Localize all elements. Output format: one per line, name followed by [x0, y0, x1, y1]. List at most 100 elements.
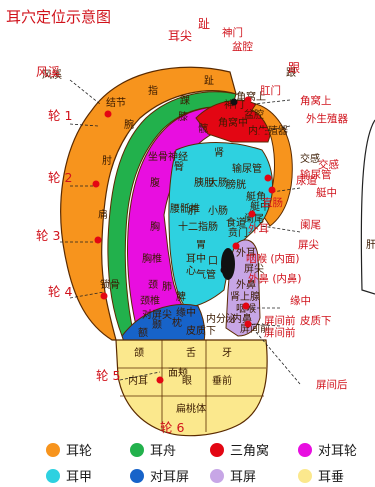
- concha-point-label: 肺: [162, 281, 172, 293]
- acupoint-dot: [258, 128, 266, 136]
- callout-label: 轮 4: [48, 284, 72, 299]
- callout-leader-line: [69, 79, 101, 105]
- concha-point-label: 胃: [196, 239, 206, 251]
- lobe-region: [115, 339, 268, 437]
- antihelix-point-label: 髋: [198, 122, 208, 135]
- callout-label: 交感: [318, 158, 339, 171]
- ear-canal-opening: [221, 248, 235, 280]
- antihelix-point-label: 交感: [300, 152, 320, 165]
- antihelix-point-label: 胸: [150, 220, 160, 233]
- legend-item: 三角窝: [210, 440, 269, 459]
- callout-label: 屏间前: [264, 314, 296, 327]
- scapha-point-label: 结节: [106, 96, 126, 109]
- helix-crus-region: [251, 103, 293, 227]
- acupoint-dot: [244, 320, 252, 328]
- callout-label: 盆腔: [232, 40, 253, 53]
- acupoint-dot: [248, 210, 256, 218]
- concha-point-label: 口: [208, 256, 218, 267]
- callout-label: 屏尖: [298, 238, 319, 251]
- legend-label: 耳轮: [66, 444, 93, 459]
- antihelix-point-label: 颈椎: [140, 294, 160, 307]
- legend-item: 耳舟: [130, 440, 176, 459]
- helix-region: [60, 66, 237, 341]
- callout-label: 输尿管: [300, 168, 332, 181]
- concha-point-label: 肾: [214, 147, 224, 159]
- legend-item: 对耳屏: [130, 466, 189, 485]
- acupoint-dots: [92, 96, 276, 384]
- legend-label: 三角窝: [230, 444, 270, 459]
- antitragus-point-label: 额: [138, 326, 148, 339]
- callout-label: 尿道: [296, 174, 317, 187]
- lobe-point-label: 颌: [134, 346, 144, 359]
- concha-point-label: 贲门: [228, 226, 248, 239]
- callout-leader-line: [247, 323, 281, 327]
- antihelix-point-label: 腰骶椎: [170, 202, 200, 215]
- legend-item: 耳轮: [46, 440, 92, 459]
- legend-item: 对耳轮: [298, 440, 357, 459]
- concha-point-label: 膀胱: [226, 178, 246, 191]
- callout-label: 缘中: [290, 294, 311, 307]
- callout-label: 艇中: [316, 186, 337, 199]
- concha-point-label: 输尿管: [232, 162, 262, 175]
- acupoint-dot: [242, 302, 250, 310]
- zone-labels: 结节指腕风溪肘肩锁骨趾跟踝膝髋坐骨神经交感臀腹腰骶椎胸胸椎颈颈椎肾输尿管膀胱艇角…: [42, 67, 320, 415]
- callout-label: 屏间后: [316, 378, 348, 391]
- callout-label: 咽喉 (内面): [246, 252, 300, 265]
- callout-label: 阑尾: [300, 218, 321, 231]
- antitragus-point-label: 枕: [172, 316, 182, 329]
- lobe-point-label: 内耳: [128, 374, 148, 387]
- triangular-point-label: 盆腔: [244, 108, 264, 121]
- antihelix-point-label: 坐骨神经: [148, 150, 188, 163]
- adjacent-ear-edge: [360, 119, 375, 295]
- legend-label: 耳舟: [150, 444, 177, 459]
- acupoint-dot: [92, 180, 100, 188]
- callout-leader-line: [261, 225, 301, 233]
- lobe-point-label: 垂前: [212, 374, 232, 387]
- antihelix-point-label: 趾: [204, 74, 214, 87]
- acupoint-dot: [100, 292, 108, 300]
- legend-swatch: [46, 468, 60, 483]
- concha-point-label: 耳中: [186, 252, 206, 265]
- scapha-point-label: 风溪: [42, 69, 62, 81]
- lobe-point-label: 扁桃体: [176, 402, 206, 415]
- scapha-point-label: 肘: [102, 154, 112, 167]
- callout-label: 趾: [198, 17, 210, 31]
- concha-point-label: 心: [186, 265, 196, 277]
- antihelix-point-label: 踝: [180, 95, 190, 107]
- antitragus-point-label: 颞: [152, 319, 162, 331]
- callout-label: 轮 3: [36, 228, 60, 243]
- callout-label: 外生殖器: [306, 112, 348, 125]
- tragus-point-label: 屏尖: [244, 262, 264, 275]
- acupoint-dot: [268, 186, 276, 194]
- concha-point-label: 十二指肠: [178, 220, 218, 233]
- concha-point-label: 肝: [188, 205, 198, 217]
- legend-swatch: [210, 442, 224, 457]
- concha-point-label: 脾: [176, 290, 186, 303]
- scapha-point-label: 肩: [98, 208, 108, 221]
- concha-point-label: 食道: [226, 216, 246, 229]
- lobe-point-label: 眼: [182, 375, 192, 387]
- lobe-point-label: 牙: [222, 347, 232, 359]
- antitragus-point-label: 缘中: [176, 306, 196, 319]
- triangular-point-label: 角窝上: [236, 90, 266, 103]
- callout-leader-line: [69, 291, 105, 299]
- callout-label: 屏间前: [264, 326, 296, 339]
- antitragus-point-label: 对屏尖: [142, 308, 172, 321]
- callout-label: 轮 2: [48, 170, 72, 185]
- acupoint-dot: [220, 266, 228, 274]
- acupoint-dot: [232, 242, 240, 250]
- page-title: 耳穴定位示意图: [6, 8, 112, 26]
- antihelix-point-label: 腹: [150, 176, 160, 189]
- tragus-point-label: 外耳: [236, 247, 256, 259]
- antihelix-point-label: 胸椎: [142, 252, 162, 265]
- legend-label: 对耳屏: [150, 470, 190, 485]
- concha-point-label: 艇中: [250, 200, 270, 213]
- callout-label: 轮 6: [160, 420, 184, 435]
- legend-item: 耳甲: [46, 466, 92, 485]
- concha-point-label: 大肠: [208, 176, 228, 189]
- legend-label: 耳甲: [66, 470, 93, 485]
- legend-swatch: [210, 468, 224, 483]
